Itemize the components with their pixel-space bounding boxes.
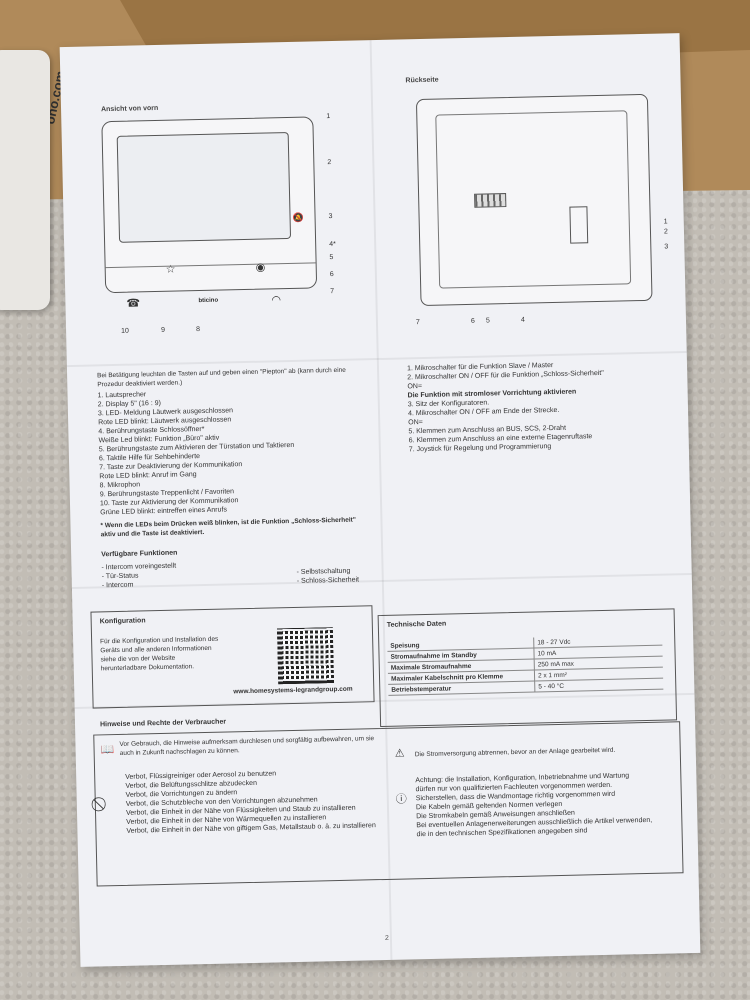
functions-left: - Intercom voreingestellt - Tür-Status -… — [101, 562, 176, 591]
back-items: 1. Mikroschalter für die Funktion Slave … — [407, 360, 606, 454]
display-screen — [116, 131, 292, 243]
callout: 6 — [329, 270, 334, 279]
warning-icon: ⚠ — [394, 747, 405, 760]
functions-title: Verfügbare Funktionen — [101, 549, 178, 559]
callout: 7 — [415, 319, 420, 327]
config-url: www.homesystems-legrandgroup.com — [233, 685, 353, 696]
front-items: 1. Lautsprecher 2. Display 5" (16 : 9) 3… — [97, 387, 295, 517]
front-illustration: ☆ ◉ ☎ ◠ 🔕 bticino — [101, 116, 318, 310]
front-note: * Wenn die LEDs beim Drücken weiß blinke… — [100, 516, 356, 539]
callout: 5 — [485, 317, 490, 325]
callout: 1 — [663, 218, 668, 226]
book-icon: 📖 — [100, 744, 115, 757]
star-icon: ☆ — [165, 263, 176, 276]
config-text: Für die Konfiguration und Installation d… — [100, 635, 219, 673]
list-item: - Schloss-Sicherheit — [296, 576, 360, 585]
config-title: Konfiguration — [99, 617, 146, 626]
functions-right: - Selbstschaltung - Schloss-Sicherheit — [297, 566, 360, 585]
info-icon: ⓘ — [395, 793, 407, 806]
notes-title: Hinweise und Rechte der Verbraucher — [99, 718, 227, 729]
led-icon: ◉ — [255, 261, 266, 274]
callout: 6 — [470, 317, 475, 325]
notes-frame: 📖 Vor Gebrauch, die Hinweise aufmerksam … — [93, 721, 684, 887]
callout: 2 — [663, 228, 668, 236]
bell-off-icon: 🔕 — [292, 212, 304, 223]
front-title: Ansicht von vorn — [100, 104, 159, 114]
callout: 10 — [121, 327, 129, 335]
callout: 3 — [664, 243, 669, 251]
callout: 9 — [161, 326, 166, 334]
back-illustration — [415, 93, 653, 307]
attention-list: Achtung: die Installation, Konfiguration… — [415, 771, 652, 839]
configurator-slot — [569, 206, 589, 244]
cell: 5 - 40 °C — [534, 678, 664, 693]
callout: 7 — [330, 287, 335, 296]
cell: Betriebstemperatur — [388, 681, 535, 696]
callout: 2 — [327, 159, 332, 167]
terminal-block — [474, 193, 507, 208]
device-corner — [0, 50, 50, 310]
tech-title: Technische Daten — [386, 620, 447, 629]
handset-icon: ☎ — [126, 297, 141, 310]
back-title: Rückseite — [405, 76, 439, 85]
callout: 4* — [329, 240, 336, 249]
notes-read: Vor Gebrauch, die Hinweise aufmerksam du… — [119, 735, 375, 757]
prohibited-list: Verbot, Flüssigreiniger oder Aerosol zu … — [125, 767, 376, 836]
hangup-icon: ◠ — [271, 294, 282, 307]
instruction-sheet: Ansicht von vorn ☆ ◉ ☎ ◠ 🔕 bticino 1 2 3… — [59, 33, 701, 967]
qr-code — [276, 627, 335, 685]
front-intro: Bei Betätigung leuchten die Tasten auf u… — [97, 366, 346, 389]
callout: 4 — [520, 316, 525, 324]
callout: 1 — [326, 113, 331, 121]
list-item: - Intercom — [101, 581, 134, 590]
notes-warning: Die Stromversorgung abtrennen, bevor an … — [414, 746, 616, 759]
callout: 8 — [196, 326, 201, 334]
back-plate — [435, 110, 632, 289]
callout: 5 — [329, 253, 334, 262]
callout: 3 — [328, 213, 333, 221]
config-frame: Konfiguration Für die Konfiguration und … — [90, 605, 375, 709]
brand-logo: bticino — [198, 297, 219, 305]
page-number: 2 — [384, 934, 389, 942]
list-item: - Intercom voreingestellt — [101, 562, 177, 572]
